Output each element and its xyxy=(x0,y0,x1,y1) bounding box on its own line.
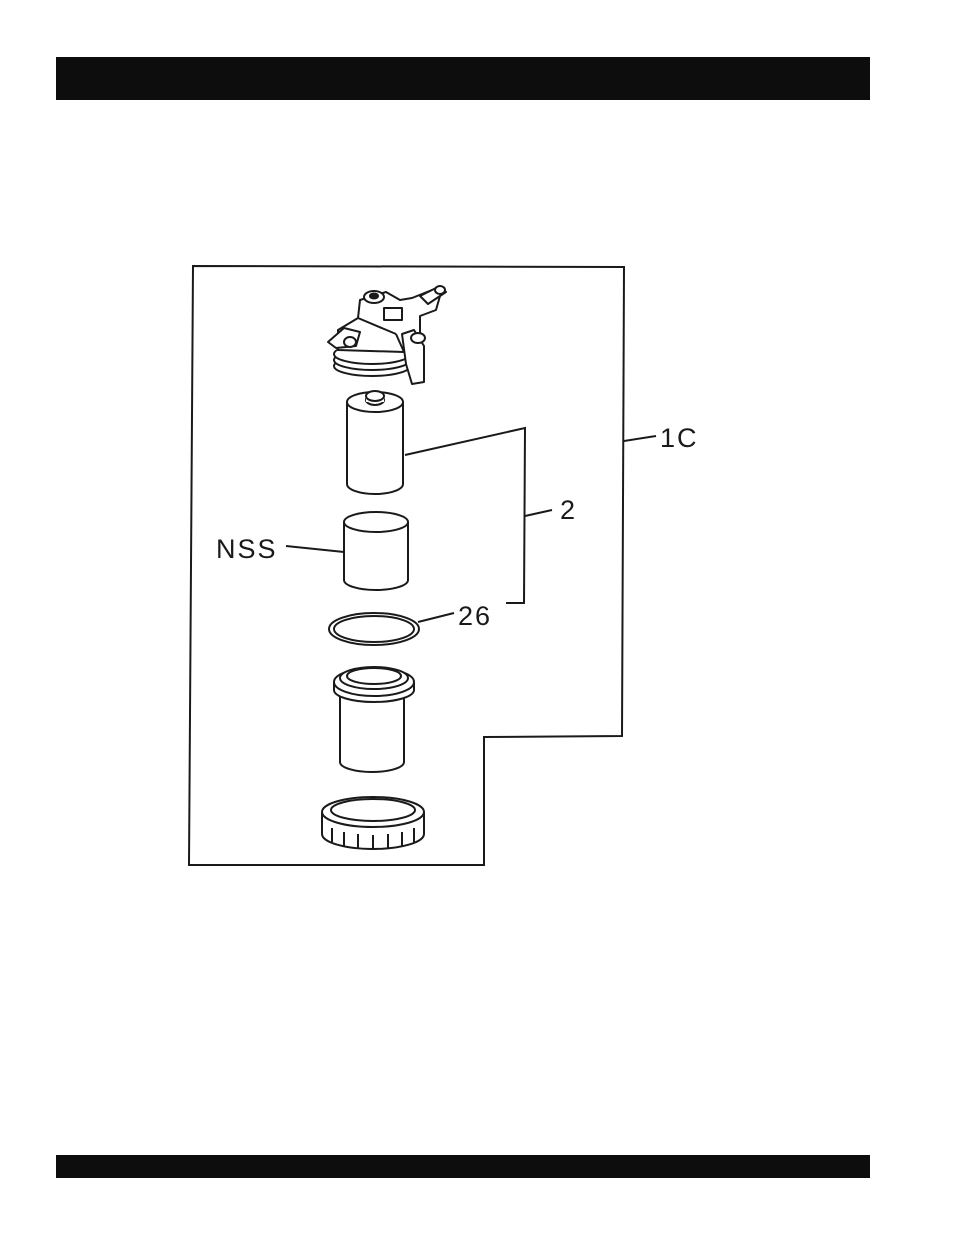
callout-2: 2 xyxy=(560,495,577,525)
callout-nss: NSS xyxy=(216,534,278,564)
filter-head xyxy=(328,286,446,384)
leader-1c xyxy=(624,436,656,441)
callout-1c: 1C xyxy=(660,423,699,453)
footer-bar xyxy=(56,1155,870,1178)
nss-element xyxy=(344,512,408,590)
leader-2 xyxy=(525,510,552,516)
leader-nss xyxy=(286,546,344,552)
filter-bowl xyxy=(334,667,414,772)
filter-element xyxy=(347,391,403,494)
leader-26 xyxy=(418,613,454,622)
element-bracket xyxy=(405,428,525,603)
retaining-ring xyxy=(322,797,424,849)
o-ring xyxy=(329,613,419,645)
callout-26: 26 xyxy=(458,601,492,631)
